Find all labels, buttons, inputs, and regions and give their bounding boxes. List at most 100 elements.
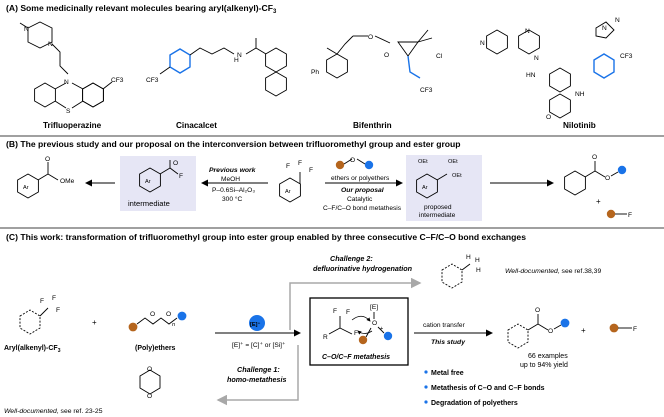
reagent-meoh: MeOH	[221, 176, 240, 183]
svg-text:F: F	[286, 163, 290, 170]
feature-item: Metathesis of C–O and C–F bonds	[431, 385, 545, 392]
svg-text:O: O	[147, 393, 152, 400]
phenyl-group: Ph	[311, 69, 319, 76]
svg-text:F: F	[333, 308, 337, 315]
svg-text:O: O	[173, 160, 178, 167]
aryl-cf3-label: Aryl(alkenyl)-CF3	[4, 345, 61, 354]
ester-product-structure: O O	[507, 307, 570, 349]
catalytic-label: Catalytic	[347, 196, 373, 203]
polyethers-label: (Poly)ethers	[135, 345, 176, 352]
aryl-cf3-structure: Ar F F F	[279, 160, 313, 203]
cation-transfer-label: cation transfer	[423, 322, 466, 329]
ethers-label: ethers or polyethers	[331, 175, 390, 182]
svg-text:F: F	[354, 330, 358, 337]
challenge-2-label: Challenge 2:	[330, 254, 373, 263]
trifluoperazine-structure: N N N S CF3	[19, 21, 124, 115]
intermediate-label: intermediate	[128, 199, 170, 208]
svg-text:Ar: Ar	[285, 189, 291, 195]
svg-text:F: F	[628, 212, 632, 219]
svg-text:OEt: OEt	[452, 173, 462, 179]
metathesis-label: C–O/C–F metathesis	[322, 354, 390, 361]
molecule-name-cinacalcet: Cinacalcet	[176, 121, 217, 130]
cf3-group: CF3	[111, 77, 124, 84]
feature-item: Metal free	[431, 370, 464, 377]
methyl-ester-structure: Ar O OMe	[17, 156, 75, 199]
feature-item: Degradation of polyethers	[431, 400, 518, 407]
svg-text:O: O	[45, 156, 50, 163]
svg-text:H: H	[476, 267, 481, 274]
svg-text:F: F	[309, 167, 313, 174]
dioxane-structure: O O	[139, 366, 161, 400]
svg-text:O: O	[350, 157, 355, 164]
svg-text:OMe: OMe	[60, 178, 75, 185]
svg-text:F: F	[179, 173, 183, 180]
feature-list: Metal free Metathesis of C–O and C–F bon…	[424, 370, 545, 407]
svg-text:OEt: OEt	[448, 159, 458, 165]
yield-label: up to 94% yield	[520, 362, 568, 369]
challenge-1-desc: homo-metathesis	[227, 375, 287, 384]
molecule-name-trifluoperazine: Trifluoperazine	[43, 121, 102, 130]
svg-text:N: N	[480, 40, 485, 47]
svg-text:N: N	[615, 17, 620, 24]
polyether-structure: O O n	[128, 311, 187, 332]
cf3-group: CF3	[420, 87, 433, 94]
atom-nh: NH	[575, 91, 585, 98]
cinacalcet-structure: CF3 H N	[146, 38, 287, 97]
lewis-acid-badge	[249, 315, 265, 331]
svg-text:N: N	[525, 28, 530, 35]
svg-text:N: N	[602, 25, 607, 32]
section-a-title: (A) Some medicinally relevant molecules …	[6, 3, 277, 15]
ester-product-structure: O O	[564, 154, 627, 196]
atom-s: S	[66, 108, 71, 115]
molecule-name-nilotinib: Nilotinib	[563, 121, 596, 130]
alkyl-fluoride-structure: F	[606, 209, 632, 219]
reagent-label: [E]⁺	[250, 321, 260, 328]
section-b-title: (B) The previous study and our proposal …	[6, 139, 461, 149]
svg-text:N: N	[534, 55, 539, 62]
bifenthrin-structure: Ph O O Cl CF3	[311, 29, 443, 94]
atom-n: N	[64, 79, 69, 86]
svg-text:Ar: Ar	[145, 179, 151, 185]
plus-sign: +	[596, 197, 601, 206]
svg-text:N: N	[237, 52, 242, 59]
svg-text:[E]: [E]	[370, 304, 378, 311]
plus-sign: +	[581, 326, 586, 335]
svg-text:O: O	[548, 328, 553, 335]
svg-text:O: O	[150, 311, 155, 318]
examples-count: 66 examples	[528, 353, 568, 360]
atom-n: N	[48, 41, 53, 48]
svg-text:OEt: OEt	[418, 159, 428, 165]
svg-text:O: O	[592, 154, 597, 161]
previous-work-label: Previous work	[209, 167, 257, 174]
svg-text:O: O	[605, 175, 610, 182]
molecule-name-bifenthrin: Bifenthrin	[353, 121, 392, 130]
proposed-label: proposed	[424, 204, 452, 211]
challenge-2-arrow	[289, 277, 422, 330]
section-c-title: (C) This work: transformation of trifluo…	[6, 232, 526, 242]
well-documented-ref-2: Well-documented, see ref. 23-25	[4, 408, 103, 415]
svg-text:O: O	[384, 52, 389, 59]
plus-sign: +	[92, 318, 97, 327]
reagent-definition: [E]⁺ = [C]⁺ or [Si]⁺	[232, 342, 286, 349]
svg-text:F: F	[40, 298, 44, 305]
acyl-fluoride-structure: Ar O F	[139, 160, 183, 193]
svg-text:+: +	[380, 326, 383, 332]
svg-text:R: R	[323, 334, 328, 341]
alkyl-fluoride-structure: F	[609, 323, 637, 333]
proposed-intermediate-label: intermediate	[419, 212, 456, 219]
transition-state-structure: R F F F O [E] +	[323, 304, 393, 345]
svg-text:O: O	[535, 307, 540, 314]
cf3-group: CF3	[146, 77, 159, 84]
this-study-label: This study	[431, 339, 466, 346]
aryl-alkenyl-cf3-structure: F F F	[19, 295, 60, 335]
proposed-intermediate-box	[406, 155, 482, 221]
svg-text:n: n	[172, 322, 175, 328]
atom-cl: Cl	[436, 53, 443, 60]
svg-text:O: O	[372, 320, 377, 327]
atom-nh: H	[234, 57, 239, 64]
challenge-2-desc: defluorinative hydrogenation	[313, 264, 413, 273]
metathesis-label: C–F/C–O bond metathesis	[323, 205, 402, 212]
svg-text:F: F	[52, 295, 56, 302]
svg-text:F: F	[56, 307, 60, 314]
intermediate-box	[120, 156, 196, 211]
